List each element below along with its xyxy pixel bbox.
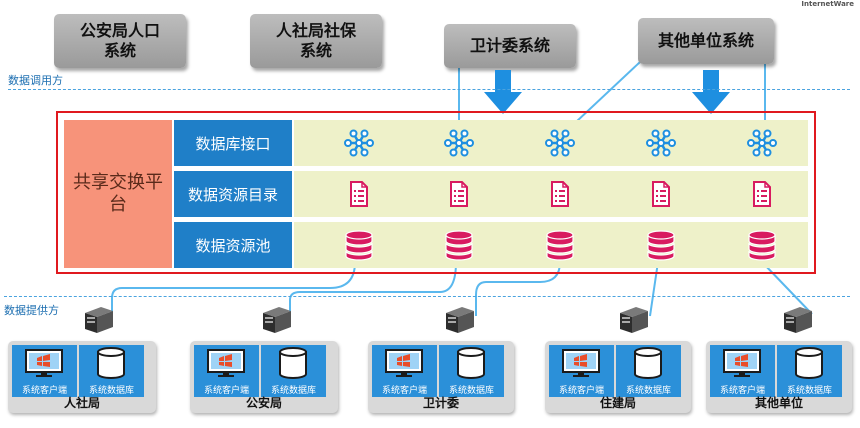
snowflake-icon[interactable]	[545, 128, 575, 162]
database-icon	[456, 346, 486, 384]
document-list-icon[interactable]	[550, 181, 570, 211]
database-caption: 系统数据库	[270, 386, 316, 396]
top-system-health[interactable]: 卫计委系统	[444, 24, 576, 68]
database-stack-icon[interactable]	[646, 229, 676, 265]
provider-group-housing[interactable]: 系统客户端 系统数据库住建局	[545, 341, 691, 413]
provider-name: 住建局	[599, 396, 636, 410]
band-label-provider: 数据提供方	[4, 304, 59, 317]
provider-group-police[interactable]: 系统客户端 系统数据库公安局	[190, 341, 338, 413]
provider-name: 公安局	[245, 396, 282, 410]
server-icon[interactable]	[442, 306, 476, 338]
database-caption: 系统数据库	[88, 386, 134, 396]
system-client-tile[interactable]: 系统客户端	[710, 345, 775, 397]
provider-name: 其他单位	[754, 396, 803, 410]
system-database-tile[interactable]: 系统数据库	[79, 345, 144, 397]
monitor-icon	[384, 348, 424, 382]
database-icon	[278, 346, 308, 384]
wire-hr-to-pool	[111, 261, 356, 316]
snowflake-icon[interactable]	[444, 128, 474, 162]
database-icon	[96, 346, 126, 384]
database-stack-icon[interactable]	[444, 229, 474, 265]
document-list-icon[interactable]	[651, 181, 671, 211]
server-icon[interactable]	[259, 306, 293, 338]
provider-group-other[interactable]: 系统客户端 系统数据库其他单位	[706, 341, 852, 413]
server-icon[interactable]	[81, 306, 115, 338]
snowflake-icon[interactable]	[344, 128, 374, 162]
snowflake-icon[interactable]	[646, 128, 676, 162]
wire-other-to-pool	[761, 261, 813, 315]
database-stack-icon[interactable]	[344, 229, 374, 265]
row-label-catalog: 数据资源目录	[174, 171, 292, 217]
client-caption: 系统客户端	[381, 386, 427, 396]
down-arrow-icon	[692, 70, 730, 114]
wire-police-to-pool	[289, 261, 457, 316]
database-icon	[794, 346, 824, 384]
band-label-caller: 数据调用方	[8, 74, 63, 87]
provider-name: 人社局	[63, 396, 100, 410]
platform-title: 共享交换平 台	[64, 120, 172, 268]
provider-group-hr[interactable]: 系统客户端 系统数据库人社局	[8, 341, 156, 413]
monitor-icon	[561, 348, 601, 382]
server-icon[interactable]	[616, 306, 650, 338]
monitor-icon	[722, 348, 762, 382]
top-system-police[interactable]: 公安局人口 系统	[54, 14, 186, 68]
row-label-pool: 数据资源池	[174, 222, 292, 268]
down-arrow-icon	[484, 70, 522, 114]
document-list-icon[interactable]	[752, 181, 772, 211]
database-icon	[633, 346, 663, 384]
database-stack-icon[interactable]	[747, 229, 777, 265]
server-icon[interactable]	[780, 306, 814, 338]
wire-housing-to-pool	[649, 261, 659, 317]
exchange-platform-frame	[56, 111, 816, 274]
band-divider	[4, 296, 850, 297]
provider-group-health[interactable]: 系统客户端 系统数据库卫计委	[368, 341, 514, 413]
system-database-tile[interactable]: 系统数据库	[777, 345, 842, 397]
monitor-icon	[24, 348, 64, 382]
system-client-tile[interactable]: 系统客户端	[372, 345, 437, 397]
client-caption: 系统客户端	[203, 386, 249, 396]
row-label-interface: 数据库接口	[174, 120, 292, 166]
database-caption: 系统数据库	[448, 386, 494, 396]
top-system-hr[interactable]: 人社局社保 系统	[250, 14, 382, 68]
monitor-icon	[206, 348, 246, 382]
top-system-other[interactable]: 其他单位系统	[638, 18, 774, 64]
client-caption: 系统客户端	[719, 386, 765, 396]
snowflake-icon[interactable]	[747, 128, 777, 162]
system-database-tile[interactable]: 系统数据库	[439, 345, 504, 397]
system-database-tile[interactable]: 系统数据库	[261, 345, 326, 397]
system-client-tile[interactable]: 系统客户端	[194, 345, 259, 397]
system-client-tile[interactable]: 系统客户端	[12, 345, 77, 397]
client-caption: 系统客户端	[558, 386, 604, 396]
vendor-logo: InternetWare	[801, 0, 854, 8]
document-list-icon[interactable]	[349, 181, 369, 211]
row-band-pool	[294, 222, 808, 268]
database-caption: 系统数据库	[625, 386, 671, 396]
system-client-tile[interactable]: 系统客户端	[549, 345, 614, 397]
system-database-tile[interactable]: 系统数据库	[616, 345, 681, 397]
document-list-icon[interactable]	[449, 181, 469, 211]
database-stack-icon[interactable]	[545, 229, 575, 265]
band-divider	[8, 89, 850, 90]
database-caption: 系统数据库	[786, 386, 832, 396]
provider-name: 卫计委	[422, 396, 459, 410]
client-caption: 系统客户端	[21, 386, 67, 396]
